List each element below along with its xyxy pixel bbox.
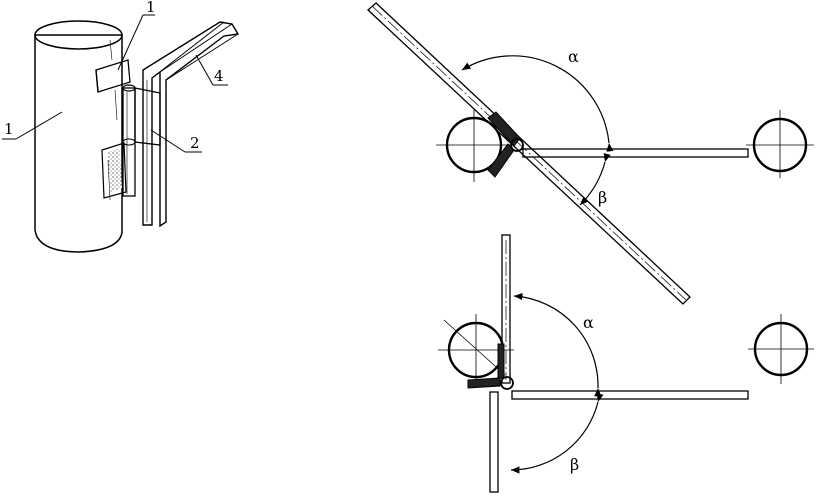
label-hinge: 2 — [150, 129, 202, 153]
plan-view-top: α β — [367, 2, 814, 305]
beta-label-bottom: β — [570, 455, 579, 474]
plan-view-bottom: α β — [438, 234, 814, 493]
hinge-bracket-bottom — [467, 343, 514, 390]
closed-gate-leaf-bottom — [511, 390, 749, 400]
alpha-arc-top: α — [461, 47, 614, 152]
hinge-leaf — [134, 87, 161, 146]
label-frame-text: 4 — [214, 67, 224, 85]
beta-arc-top: β — [579, 152, 611, 207]
beta-label-top: β — [598, 188, 607, 207]
upper-clamp — [95, 59, 131, 93]
diagonal-gate-leaf — [367, 2, 691, 305]
beta-arc-bottom: β — [510, 392, 604, 474]
alpha-arc-bottom: α — [513, 292, 602, 397]
gate-frame — [142, 21, 240, 228]
right-post-top — [746, 110, 814, 178]
label-pipe-text: 1 — [4, 120, 14, 138]
alpha-label-top: α — [568, 47, 579, 66]
lower-clamp — [101, 142, 127, 199]
label-clamp: 1 — [117, 0, 156, 71]
vertical-gate-leaf — [489, 234, 511, 493]
label-hinge-text: 2 — [190, 134, 200, 152]
hinge-bracket-top — [487, 111, 524, 178]
label-clamp-text: 1 — [146, 0, 156, 16]
label-pipe: 1 — [2, 111, 63, 140]
right-post-bottom — [748, 314, 814, 384]
alpha-label-bottom: α — [583, 313, 594, 332]
pipe-column — [34, 20, 123, 253]
hinge-pin — [122, 84, 136, 197]
closed-gate-leaf-top — [522, 148, 749, 158]
label-frame: 4 — [195, 54, 228, 86]
perspective-view: 1 1 2 4 — [2, 0, 240, 253]
